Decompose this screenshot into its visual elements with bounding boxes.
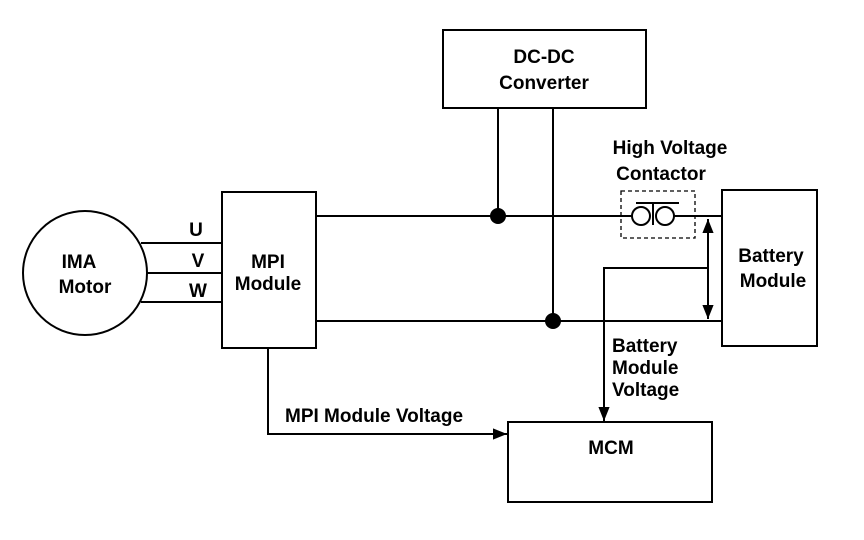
mpi-module-label-1: MPI [251,252,285,273]
ima-motor-label-1: IMA [62,252,97,273]
phase-w-label: W [189,281,207,302]
contactor-terminal-right [655,206,675,226]
battery-voltage-signal-line [598,267,708,421]
contactor-label-2: Contactor [616,164,706,185]
dcdc-label-2: Converter [499,73,589,94]
dcdc-label-1: DC-DC [513,47,574,68]
dcdc-converter: DC-DC Converter [442,29,647,109]
contactor-terminal-left [631,206,651,226]
mpi-voltage-signal-line [267,348,507,440]
battery-voltage-label-3: Voltage [612,380,679,401]
mpi-module-label-2: Module [235,274,302,295]
hv-contactor: High Voltage Contactor [613,138,728,239]
hv-bus [316,108,722,329]
mpi-module: MPI Module [221,191,317,349]
ima-motor: IMA Motor [22,210,148,336]
battery-label-1: Battery [738,246,804,267]
contactor-dashed-box [620,190,696,239]
phase-wires: U V W [141,220,222,303]
battery-label-2: Module [740,271,807,292]
mcm-label: MCM [588,438,633,459]
contactor-label-1: High Voltage [613,138,728,159]
ima-motor-label-2: Motor [59,277,112,298]
mcm-module: MCM [507,421,713,503]
junction-dot-positive [490,208,506,224]
battery-voltage-sense: Battery Module Voltage [598,219,714,421]
mpi-voltage-signal: MPI Module Voltage [267,348,507,440]
battery-module: Battery Module [721,189,818,347]
battery-voltage-label-1: Battery [612,336,678,357]
phase-v-label: V [192,251,205,272]
mpi-voltage-label: MPI Module Voltage [285,406,463,427]
junction-dot-negative [545,313,561,329]
battery-voltage-label-2: Module [612,358,679,379]
phase-u-label: U [189,220,203,241]
